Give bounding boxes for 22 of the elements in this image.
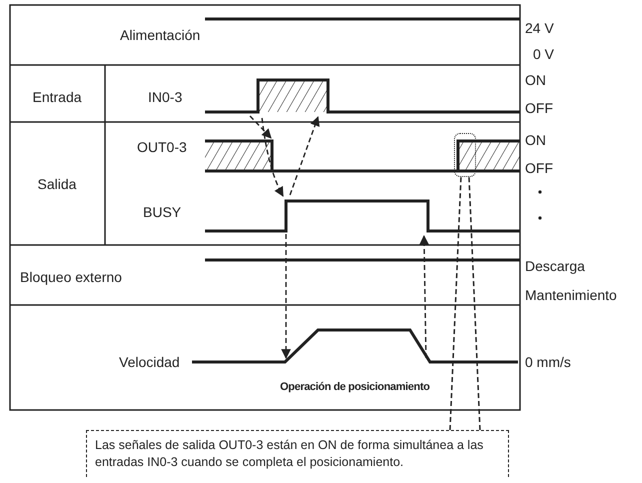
level-label: 0 V [533, 46, 554, 62]
signal-label: Alimentación [120, 27, 200, 43]
signal-label: Salida [38, 176, 76, 192]
annotation-text: Operación de posicionamiento [280, 380, 430, 395]
level-label: ON [525, 72, 546, 88]
signal-label: Entrada [32, 89, 82, 105]
signal-label: Bloqueo externo [20, 269, 122, 285]
signal-label: BUSY [143, 204, 182, 220]
leader-line [468, 176, 481, 430]
level-label: OFF [525, 160, 553, 176]
signal-label: IN0-3 [148, 89, 182, 105]
level-label: OFF [525, 100, 553, 116]
leader-line [449, 176, 462, 430]
highlight-outline [454, 133, 476, 177]
signal-label: Velocidad [119, 354, 180, 370]
level-label: 0 mm/s [525, 354, 571, 370]
level-label: Mantenimiento [525, 287, 617, 303]
level-label: ON [525, 132, 546, 148]
note-box: Las señales de salida OUT0-3 están en ON de forma simultánea a las entradas IN0-3 cuando se completa el posicionamiento. [86, 430, 509, 477]
level-label: 24 V [525, 20, 554, 36]
level-label: Descarga [525, 258, 585, 274]
signal-label: OUT0-3 [137, 139, 187, 155]
